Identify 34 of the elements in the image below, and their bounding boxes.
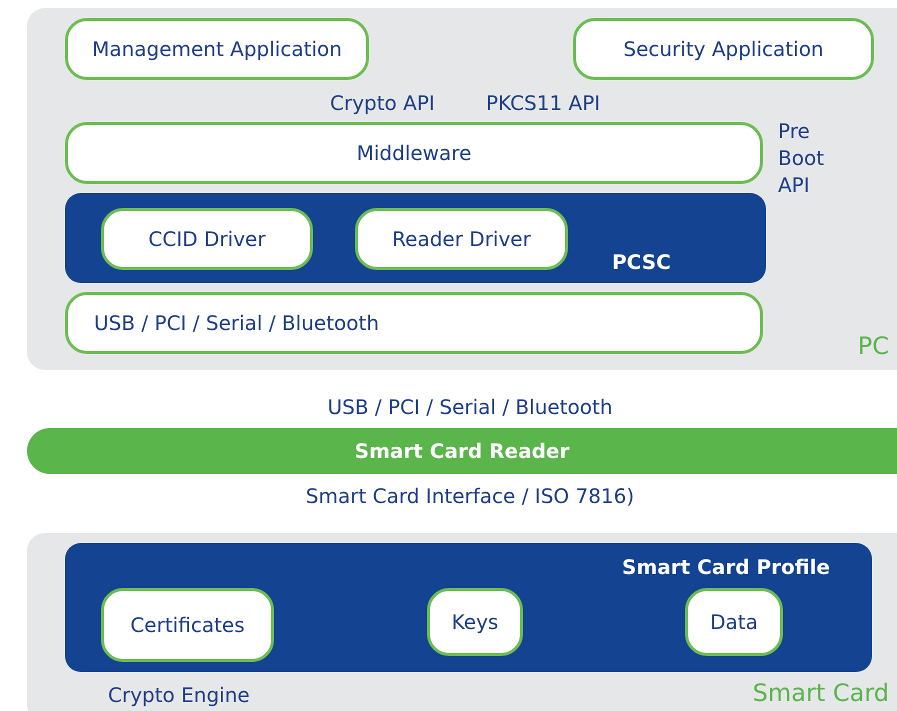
layer-title: Smart Card <box>752 679 889 707</box>
layer-panel <box>65 193 766 283</box>
layer-title: Smart Card Profile <box>622 555 830 579</box>
component-box <box>355 208 568 270</box>
box-label: Data <box>709 609 759 636</box>
component-box <box>65 18 369 80</box>
box-label: Reader Driver <box>391 226 532 253</box>
box-label: Middleware <box>356 140 472 167</box>
interface-label: Crypto API <box>330 90 436 117</box>
layer-title: PC <box>858 332 889 360</box>
box-label: Keys <box>450 609 500 636</box>
interface-label: Crypto Engine <box>108 682 251 709</box>
component-box <box>65 122 763 184</box>
component-box <box>101 588 274 662</box>
interface-label: PKCS11 API <box>486 90 602 117</box>
component-box <box>573 18 874 80</box>
interface-label: Smart Card Interface / ISO 7816) <box>304 483 636 510</box>
layer-title: PCSC <box>612 250 671 274</box>
component-box <box>65 292 763 354</box>
panel-background <box>27 8 897 370</box>
box-label: USB / PCI / Serial / Bluetooth <box>94 310 380 337</box>
component-box <box>427 588 523 656</box>
interface-label: USB / PCI / Serial / Bluetooth <box>326 394 614 421</box>
box-label: Smart Card Reader <box>354 438 570 465</box>
component-box <box>685 588 783 656</box>
panel-background <box>27 533 897 711</box>
box-label: Security Application <box>622 36 825 63</box>
interface-label: Pre Boot API <box>778 118 826 199</box>
component-box <box>101 208 313 270</box>
box-label: Certificates <box>129 612 246 639</box>
layer-panel <box>65 543 872 672</box>
box-label: Management Application <box>91 36 343 63</box>
reader-bar <box>27 428 897 474</box>
box-label: CCID Driver <box>147 226 267 253</box>
